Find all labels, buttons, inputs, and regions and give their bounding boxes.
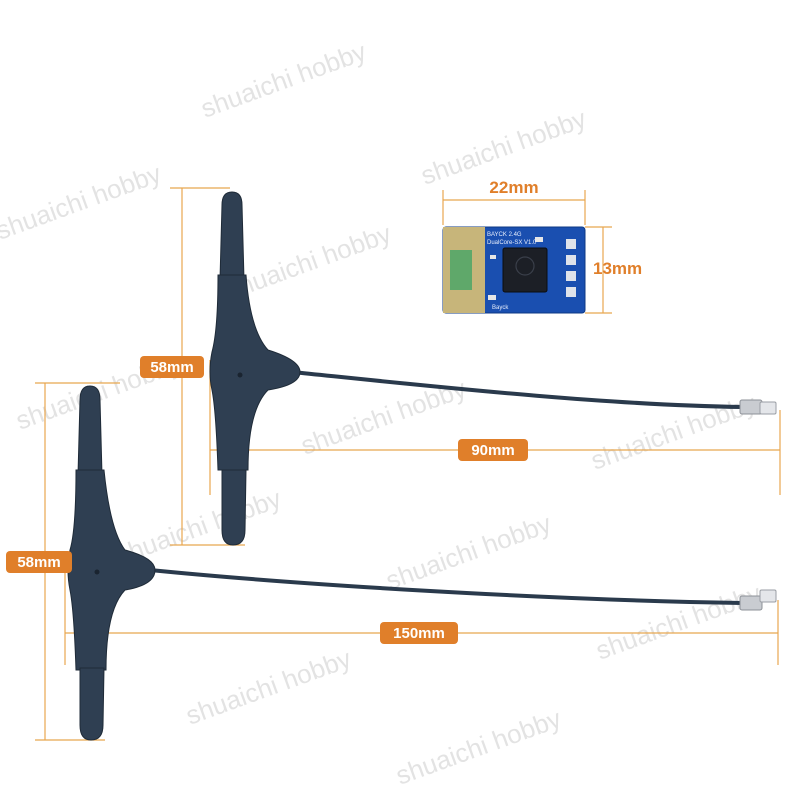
watermark-text: shuaichi hobby <box>197 36 370 124</box>
small-cable-badge: 90mm <box>458 439 528 461</box>
small-antenna-bottom-whip <box>221 469 247 546</box>
small-antenna-height-label: 58mm <box>150 359 193 376</box>
module-width-label: 22mm <box>489 178 538 197</box>
pcb-label-line1: BAYCK 2.4G <box>487 232 522 238</box>
module-dimensions <box>442 190 612 314</box>
small-t-antenna <box>209 191 777 546</box>
watermark-text: shuaichi hobby <box>0 158 165 246</box>
pcb-label-line2: DualCore-SX V1.0 <box>487 240 537 246</box>
receiver-module: BAYCK 2.4G DualCore-SX V1.0 Bayck <box>442 226 586 314</box>
watermark-text: shuaichi hobby <box>592 578 765 666</box>
large-t-antenna <box>67 385 777 741</box>
small-height-badge: 58mm <box>140 356 204 378</box>
pcb-chip <box>502 247 548 293</box>
small-antenna-hub <box>209 274 301 471</box>
large-cable-badge: 150mm <box>380 622 458 644</box>
large-antenna-height-label: 58mm <box>17 554 60 571</box>
large-antenna-hub <box>67 469 156 671</box>
large-height-badge: 58mm <box>6 551 72 573</box>
watermark-layer: shuaichi hobby shuaichi hobby shuaichi h… <box>0 36 765 791</box>
watermark-text: shuaichi hobby <box>182 643 355 731</box>
pcb-label-bottom: Bayck <box>492 305 509 311</box>
small-antenna-ufl-connector <box>739 399 777 415</box>
large-antenna-ufl-connector <box>739 589 777 611</box>
module-height-label: 13mm <box>593 259 642 278</box>
pcb-solder-pads <box>566 239 576 297</box>
watermark-text: shuaichi hobby <box>382 508 555 596</box>
large-antenna-cable-label: 150mm <box>393 625 445 642</box>
small-antenna-cable-label: 90mm <box>471 442 514 459</box>
watermark-text: shuaichi hobby <box>392 703 565 791</box>
large-antenna-bottom-whip <box>79 667 105 741</box>
large-antenna-top-whip <box>77 385 103 476</box>
small-antenna-top-whip <box>219 191 245 281</box>
